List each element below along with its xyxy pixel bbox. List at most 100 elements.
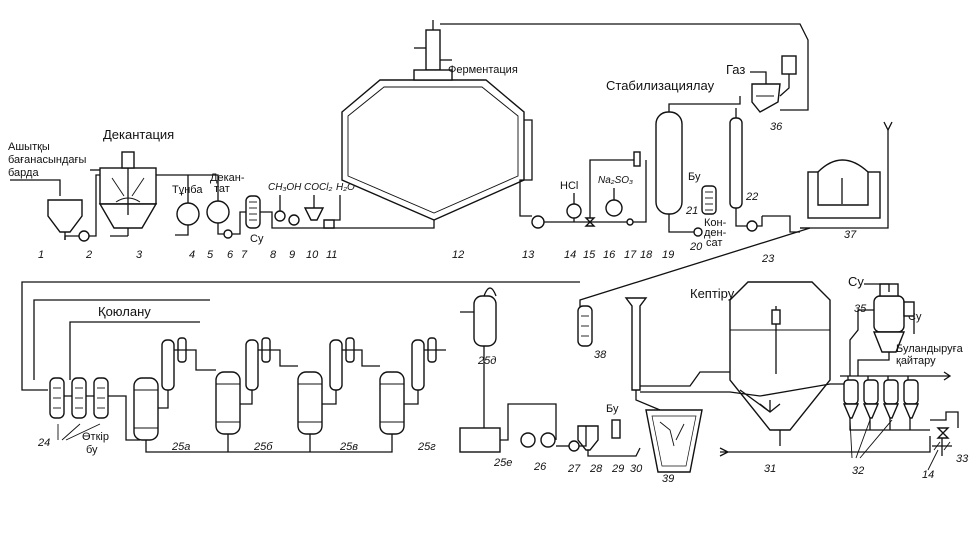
num-10: 10 xyxy=(306,249,319,261)
line-19-top xyxy=(668,96,741,112)
spray-dryer-31 xyxy=(729,281,831,446)
column-22 xyxy=(729,117,743,209)
pump-26b xyxy=(540,432,556,448)
num-25e: 25е xyxy=(493,457,512,469)
tank-4 xyxy=(176,202,200,226)
label-decantation: Декантация xyxy=(103,127,174,142)
line-to-5 xyxy=(188,174,219,201)
line-recycle-outer xyxy=(21,281,580,391)
line-recycle-3 xyxy=(69,321,200,380)
storage-37 xyxy=(807,159,881,219)
num-14-bottom: 14 xyxy=(922,469,934,481)
num-9: 9 xyxy=(289,249,295,261)
line-to-38 xyxy=(579,227,811,310)
line-return-arrow xyxy=(930,371,952,381)
num-38: 38 xyxy=(594,349,607,361)
line-fermenter-bottom xyxy=(430,220,435,229)
label-kondensat-1: Кон- xyxy=(704,217,727,229)
num-12: 12 xyxy=(452,249,464,261)
num-36: 36 xyxy=(770,121,783,133)
line-h2o xyxy=(334,195,341,221)
line-6-7 xyxy=(232,211,246,235)
evaporator-25b xyxy=(215,337,271,435)
dryer-inner xyxy=(739,389,781,413)
label-decantat-1: Декан- xyxy=(210,172,245,184)
num-20: 20 xyxy=(689,241,703,253)
decanter-3 xyxy=(98,151,158,236)
label-gas: Газ xyxy=(726,62,745,77)
label-thickening: Қоюлану xyxy=(98,304,151,319)
leader-14-bottom xyxy=(927,449,939,471)
pump-20 xyxy=(693,227,703,237)
leaders-32 xyxy=(849,419,893,459)
line-36-right xyxy=(780,62,809,111)
num-26: 26 xyxy=(533,461,547,473)
line-evaporator-chain xyxy=(158,349,446,409)
leaders-24 xyxy=(57,423,101,441)
label-su-left: Су xyxy=(250,233,264,245)
hopper-1 xyxy=(47,199,83,240)
furnace-39 xyxy=(624,297,703,473)
tank-5 xyxy=(206,200,230,224)
pump-2 xyxy=(78,230,90,242)
label-kondensat-3: сат xyxy=(706,237,722,249)
line-25e-out xyxy=(500,403,557,441)
num-21: 21 xyxy=(685,205,698,217)
evaporator-25a xyxy=(133,337,187,441)
condenser-25d xyxy=(460,287,497,428)
evaporator-25g xyxy=(379,337,437,435)
line-17-18 xyxy=(633,160,647,223)
pump-23 xyxy=(746,220,758,232)
label-stabilization: Стабилизациялау xyxy=(606,78,715,93)
line-evaporator-bottom xyxy=(145,434,393,453)
feed-line xyxy=(10,179,61,196)
line-hot-gas xyxy=(640,371,850,397)
line-27-28 xyxy=(579,426,587,447)
scrubber-35 xyxy=(872,283,915,353)
label-na2so3: Na₂SO₃ xyxy=(598,175,633,186)
label-decantat-2: тат xyxy=(214,183,230,195)
num-25d: 25д xyxy=(477,355,496,367)
num-35: 35 xyxy=(854,303,867,315)
num-15: 15 xyxy=(583,249,596,261)
tank-14 xyxy=(566,203,582,219)
line-4-out xyxy=(175,225,189,236)
num-27: 27 xyxy=(567,463,581,475)
line-19-bottom xyxy=(668,214,694,233)
unit-11 xyxy=(323,219,335,229)
line-22-bottom xyxy=(735,208,748,227)
pump-13 xyxy=(531,215,545,229)
line-recycle-inner xyxy=(33,299,210,380)
input-label-3: барда xyxy=(8,167,39,179)
unit-17 xyxy=(626,218,634,226)
num-31: 31 xyxy=(764,463,776,475)
line-fermenter-gas xyxy=(440,23,809,62)
pump-26a xyxy=(520,432,536,448)
label-bu-bottom: Бу xyxy=(606,403,619,415)
label-fermentation: Ферментация xyxy=(448,64,518,76)
line-cyclones-top xyxy=(840,375,930,380)
seal-tank-25e xyxy=(459,427,501,453)
unit-10 xyxy=(303,207,325,221)
num-8: 8 xyxy=(270,249,277,261)
label-hcl: HCl xyxy=(560,180,578,192)
line-fermenter-out xyxy=(519,119,533,217)
num-23: 23 xyxy=(761,253,775,265)
label-ch3oh: CH₃OH xyxy=(268,182,302,193)
num-13: 13 xyxy=(522,249,535,261)
num-7: 7 xyxy=(241,249,248,261)
num-29: 29 xyxy=(611,463,624,475)
label-otkir-2: бу xyxy=(86,444,98,456)
num-3: 3 xyxy=(136,249,143,261)
num-18: 18 xyxy=(640,249,653,261)
num-25a: 25а xyxy=(171,441,190,453)
pump-27 xyxy=(568,440,580,452)
line-37-vent xyxy=(800,130,889,229)
line-furnace-stack xyxy=(635,390,661,411)
num-4: 4 xyxy=(189,249,195,261)
num-5: 5 xyxy=(207,249,214,261)
fermenter-12 xyxy=(341,20,525,221)
line-7-out xyxy=(260,211,430,229)
num-32: 32 xyxy=(852,465,864,477)
